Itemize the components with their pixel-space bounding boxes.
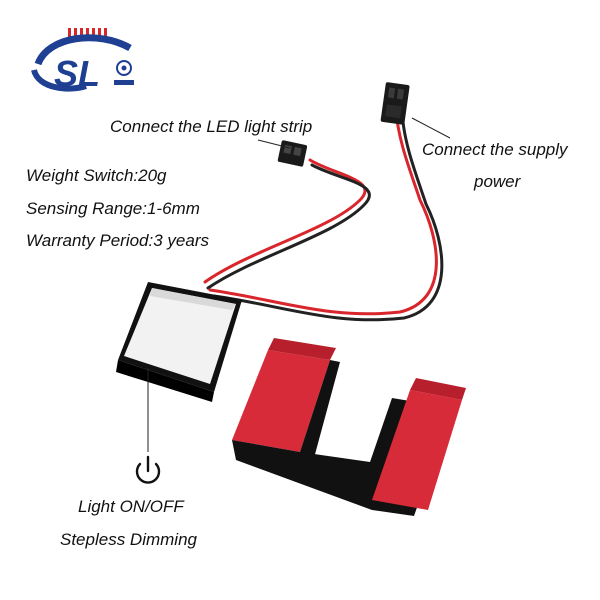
logo-swoosh: [34, 34, 132, 66]
label-supply-line1: Connect the supply: [422, 140, 568, 159]
label-on-off: Light ON/OFF: [78, 497, 184, 516]
label-supply-line2: power: [474, 172, 521, 191]
switch-module: [116, 282, 242, 402]
pointer-supply: [411, 117, 451, 139]
label-dimming: Stepless Dimming: [60, 530, 197, 549]
brand-logo: SL: [28, 26, 140, 96]
logo-signal-icon: [116, 60, 132, 76]
label-warranty: Warranty Period:3 years: [26, 231, 209, 250]
label-range: Sensing Range:1-6mm: [26, 199, 200, 218]
logo-stripes: [68, 28, 107, 40]
label-led-strip: Connect the LED light strip: [110, 117, 313, 136]
u-bracket: [232, 338, 466, 516]
power-icon: [135, 455, 161, 484]
wires: [203, 108, 444, 322]
logo-text: SL: [54, 53, 100, 94]
supply-connector: [380, 82, 410, 125]
pointer-led: [257, 139, 291, 149]
led-strip-connector: [277, 140, 308, 167]
label-weight: Weight Switch:20g: [26, 166, 167, 185]
